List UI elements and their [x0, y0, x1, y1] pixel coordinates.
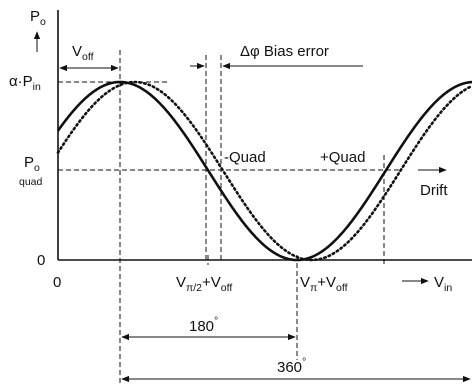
drift-label: Drift [420, 182, 448, 199]
deg360-label: 360° [277, 356, 306, 376]
nominal-transfer-curve [56, 80, 472, 262]
quad-level-label: Po [24, 154, 40, 174]
y-axis-label: Po [30, 8, 46, 28]
y-zero-label: 0 [37, 252, 45, 269]
v-pi-label: Vπ+Voff [300, 274, 348, 294]
plus-quad-label: +Quad [320, 149, 365, 166]
voff-label: Voff [72, 43, 94, 63]
x-zero-label: 0 [53, 274, 61, 291]
max-level-label: α·Pin [9, 73, 41, 93]
minus-quad-label: -Quad [224, 149, 266, 166]
quad-level-sublabel: quad [19, 176, 43, 188]
bias-error-label: Δφ Bias error [240, 43, 329, 60]
deg180-label: 180° [189, 315, 218, 335]
v-half-label: Vπ/2+Voff [176, 274, 232, 294]
x-axis-label: Vin [434, 274, 452, 294]
